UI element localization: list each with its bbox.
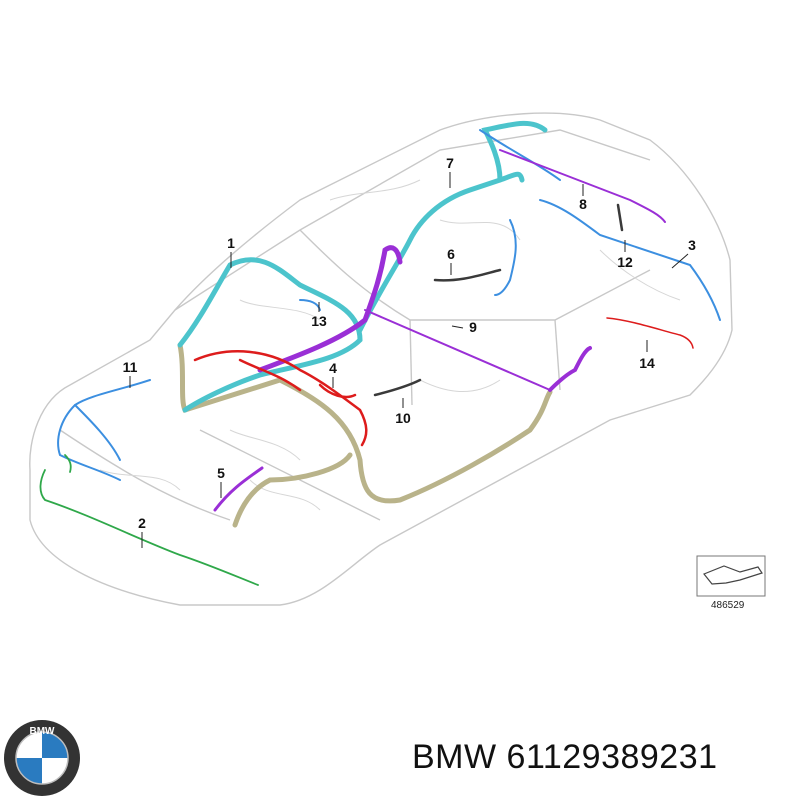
cyan-harness — [177, 120, 548, 413]
callout-4: 4 — [329, 360, 337, 376]
product-caption: BMW 61129389231 — [412, 738, 718, 777]
callout-1: 1 — [227, 235, 235, 251]
reference-box: 486529 — [696, 555, 766, 611]
callout-5: 5 — [217, 465, 225, 481]
arrow-icon — [703, 565, 763, 585]
dark-harness — [373, 203, 624, 397]
callout-2: 2 — [138, 515, 146, 531]
callout-7: 7 — [446, 155, 454, 171]
background-components — [99, 179, 681, 511]
callout-8: 8 — [579, 196, 587, 212]
logo-text: BMW — [30, 726, 56, 737]
callout-12: 12 — [617, 254, 633, 270]
callout-14: 14 — [639, 355, 655, 371]
red-harness — [193, 317, 694, 447]
callout-11: 11 — [123, 359, 138, 375]
callout-13: 13 — [311, 313, 327, 329]
reference-number: 486529 — [711, 600, 745, 611]
bmw-roundel-icon: BMW — [4, 720, 80, 796]
part-number: 61129389231 — [506, 738, 718, 776]
blue-harness — [57, 129, 721, 481]
callout-6: 6 — [447, 246, 455, 262]
callout-leader-9 — [451, 325, 464, 329]
callout-leader-3 — [671, 253, 689, 269]
brand-name: BMW — [412, 738, 497, 776]
callout-10: 10 — [395, 410, 411, 426]
car-body-outline — [29, 112, 733, 606]
callout-3: 3 — [688, 237, 696, 253]
green-harness — [39, 454, 259, 586]
callout-9: 9 — [469, 319, 477, 335]
purple-harness — [213, 149, 666, 512]
